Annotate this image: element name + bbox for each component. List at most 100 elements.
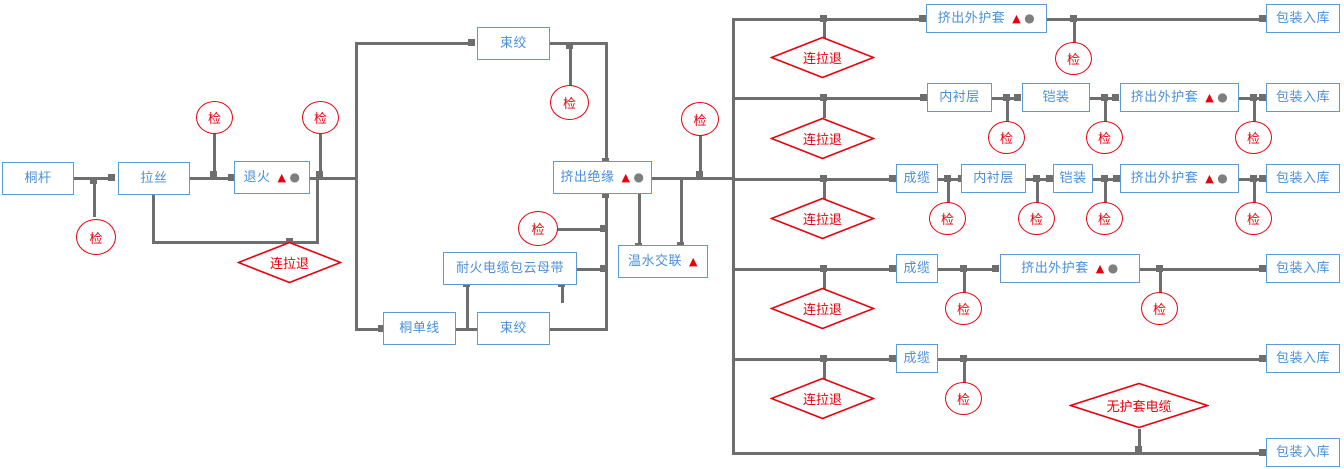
inspection-node-r4-a[interactable]: 检 [945, 292, 982, 325]
node-jichu-waihutao-r3[interactable]: 挤出外护套 ▲● [1120, 164, 1239, 193]
node-shujiao-bottom[interactable]: 束绞 [477, 312, 550, 345]
edge-bus-tongdanxian [355, 328, 385, 331]
node-baozhuang-r3-label: 包装入库 [1275, 171, 1330, 186]
arrow-row5-in [889, 355, 896, 362]
decision-node-left[interactable]: 连拉退 [237, 241, 342, 284]
arrow-r4-a [992, 265, 999, 272]
inspection-label: 检 [999, 132, 1013, 147]
decision-label: 连拉退 [269, 257, 309, 272]
node-jichu-waihutao-r4[interactable]: 挤出外护套 ▲● [1000, 254, 1140, 283]
arrow-insp-r3c [1101, 175, 1108, 182]
edge-r4-wh [1140, 268, 1265, 271]
inspection-node-r1-a[interactable]: 检 [1055, 42, 1092, 75]
node-baozhuang-r2-label: 包装入库 [1275, 90, 1330, 105]
node-neichenceng-r2[interactable]: 内衬层 [927, 83, 992, 112]
edge-r3-a [938, 178, 964, 181]
triangle-marker-icon: ▲● [277, 170, 301, 184]
arrow-row6-wh [1259, 449, 1266, 456]
node-baozhuang-r6[interactable]: 包装入库 [1266, 438, 1340, 467]
edge-naihuo-stub-a [466, 283, 469, 329]
node-chenglan-r4[interactable]: 成缆 [896, 254, 938, 283]
arrow-insp-tonggan [90, 177, 97, 184]
node-baozhuang-r2[interactable]: 包装入库 [1266, 83, 1340, 112]
node-baozhuang-r3[interactable]: 包装入库 [1266, 164, 1340, 193]
inspection-node-r2-a[interactable]: 检 [988, 121, 1025, 154]
inspection-node-r3-c[interactable]: 检 [1086, 202, 1123, 235]
node-lasi[interactable]: 拉丝 [118, 162, 190, 195]
decision-node-r3[interactable]: 连拉退 [770, 197, 875, 240]
inspection-node-jueyuan-left[interactable]: 检 [518, 211, 558, 246]
arrow-row1-in [919, 15, 926, 22]
node-chenglan-r3[interactable]: 成缆 [896, 164, 938, 193]
node-jichu-waihutao-r2[interactable]: 挤出外护套 ▲● [1120, 83, 1239, 112]
node-jichu-waihutao-r1[interactable]: 挤出外护套 ▲● [926, 4, 1047, 33]
arrow-r3-wh [1259, 175, 1266, 182]
edge-insp-tonggan [93, 177, 96, 217]
edge-insp-jueyuanright [699, 134, 702, 178]
node-kaizhuang-r3[interactable]: 铠装 [1053, 164, 1093, 193]
node-tonggan[interactable]: 桐杆 [2, 162, 74, 195]
edge-naihuo-out [577, 268, 607, 271]
edge-insp-tuihuo [319, 132, 322, 178]
arrow-insp-tuihuo [316, 171, 323, 178]
arrow-row4-in [889, 265, 896, 272]
edge-row3-main [732, 178, 895, 181]
edge-lasi-down [152, 194, 155, 244]
node-kaizhuang-r2[interactable]: 铠装 [1022, 83, 1090, 112]
node-baozhuang-r4[interactable]: 包装入库 [1266, 254, 1340, 283]
node-tongdanxian-label: 桐单线 [399, 321, 440, 336]
node-wenshui-label: 温水交联 [628, 254, 683, 269]
inspection-node-r2-b[interactable]: 检 [1086, 121, 1123, 154]
node-jichu-jueyuan[interactable]: 挤出绝缘 ▲● [553, 161, 652, 194]
node-shujiao-top-label: 束绞 [499, 36, 527, 51]
decision-node-r5[interactable]: 连拉退 [770, 377, 875, 420]
edge-insp-r2a [1006, 97, 1009, 122]
node-baozhuang-r5[interactable]: 包装入库 [1266, 344, 1340, 373]
inspection-node-r5-a[interactable]: 检 [945, 382, 982, 415]
arrow-shujiaotop-in [468, 39, 475, 46]
inspection-node-tonggan[interactable]: 检 [76, 219, 116, 255]
inspection-node-r3-d[interactable]: 检 [1235, 202, 1272, 235]
node-neichenceng-r3[interactable]: 内衬层 [961, 164, 1026, 193]
decision-node-r4[interactable]: 连拉退 [770, 287, 875, 330]
node-naihuo[interactable]: 耐火电缆包云母带 [443, 252, 577, 285]
inspection-node-r3-a[interactable]: 检 [929, 202, 966, 235]
edge-naihuo-stub-b [561, 283, 564, 303]
inspection-node-jueyuan-right[interactable]: 检 [681, 102, 719, 136]
node-chenglan-r3-label: 成缆 [903, 171, 931, 186]
node-chenglan-r5[interactable]: 成缆 [896, 344, 938, 373]
inspection-label: 检 [693, 113, 707, 129]
decision-node-r1[interactable]: 连拉退 [770, 36, 875, 79]
decision-node-wuhutao[interactable]: 无护套电缆 [1069, 382, 1209, 429]
arrow-row3-in [889, 175, 896, 182]
edge-row1-main [732, 18, 925, 21]
edge-insp-jueyuanleft [556, 228, 607, 231]
inspection-node-r3-b[interactable]: 检 [1018, 202, 1055, 235]
edge-insp-r4b [1159, 268, 1162, 293]
node-tongdanxian[interactable]: 桐单线 [383, 312, 456, 345]
node-tuihuo[interactable]: 退火 ▲● [234, 161, 310, 194]
bus-left-vertical [355, 42, 358, 331]
node-wenshui[interactable]: 温水交联 ▲ [618, 245, 708, 278]
arrow-row2-in [920, 94, 927, 101]
diamond-shape-icon [770, 287, 875, 330]
inspection-label: 检 [562, 97, 576, 112]
arrow-dec-r2 [820, 94, 827, 101]
node-kaizhuang-r3-label: 铠装 [1059, 171, 1087, 186]
inspection-node-tuihuo[interactable]: 检 [302, 101, 339, 134]
edge-shujiaobot-up [605, 268, 608, 331]
arrow-row1-wh [1259, 15, 1266, 22]
edge-row1-wh [1047, 18, 1265, 21]
node-baozhuang-r1[interactable]: 包装入库 [1266, 4, 1340, 33]
inspection-node-lasi[interactable]: 检 [196, 101, 233, 134]
inspection-node-r4-b[interactable]: 检 [1141, 292, 1178, 325]
inspection-node-r2-c[interactable]: 检 [1235, 121, 1272, 154]
arrow-r5-wh [1259, 355, 1266, 362]
inspection-label: 检 [1246, 213, 1260, 228]
node-jichu-waihutao-r4-label: 挤出外护套 [1021, 261, 1089, 276]
inspection-node-shujiao-top[interactable]: 检 [550, 85, 589, 120]
arrow-naihuo-out [600, 265, 607, 272]
node-lasi-label: 拉丝 [140, 171, 168, 186]
decision-node-r2[interactable]: 连拉退 [770, 117, 875, 160]
node-shujiao-top[interactable]: 束绞 [477, 27, 550, 60]
